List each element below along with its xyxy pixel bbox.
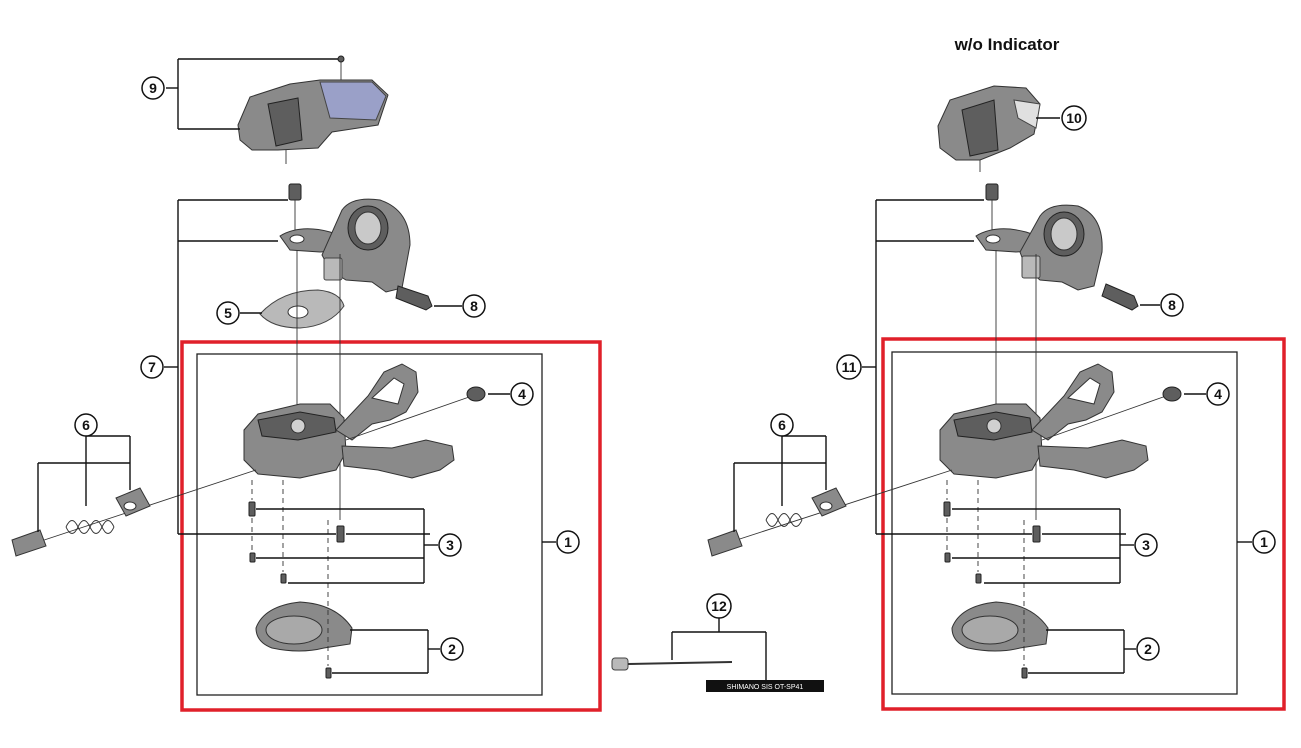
- left-plate: [240, 289, 345, 329]
- left-unit-box: [196, 353, 543, 696]
- cable-housing: [706, 680, 824, 692]
- callout-left-6: 6: [74, 413, 98, 437]
- right-plug: [1162, 386, 1206, 402]
- callout-left-9: 9: [141, 76, 165, 100]
- left-clamp-bolt: [395, 285, 462, 311]
- right-clamp-band: [975, 183, 1103, 291]
- callout-right-4: 4: [1206, 382, 1230, 406]
- callout-left-8: 8: [462, 294, 486, 318]
- callout-left-5: 5: [216, 301, 240, 325]
- callout-left-7: 7: [140, 355, 164, 379]
- svg-text:2: 2: [448, 641, 456, 657]
- right-bottom-cover: [951, 520, 1049, 679]
- right-screws: [943, 480, 1041, 584]
- left-screws: [248, 480, 345, 584]
- callout-right-11: 11: [836, 354, 862, 380]
- svg-text:2: 2: [1144, 641, 1152, 657]
- left-highlight-box: [180, 340, 602, 712]
- svg-text:10: 10: [1066, 110, 1082, 126]
- svg-text:1: 1: [1260, 534, 1268, 550]
- svg-text:8: 8: [470, 298, 478, 314]
- left-shifter-unit: [243, 363, 473, 479]
- svg-text:11: 11: [842, 359, 857, 375]
- right-assembly: 10 8 11 4 6 3 1 2: [707, 85, 1286, 711]
- left-plug: [466, 386, 510, 402]
- svg-text:12: 12: [711, 598, 727, 614]
- left-clamp-band: [279, 183, 411, 293]
- callout-center-12: 12: [706, 593, 732, 619]
- right-plain-cover: [937, 85, 1060, 172]
- svg-text:3: 3: [1142, 537, 1150, 553]
- svg-text:1: 1: [564, 534, 572, 550]
- right-shifter-unit: [939, 363, 1167, 479]
- left-assembly: 9 8 5 7 4 6 3 1 2: [11, 55, 602, 712]
- svg-text:6: 6: [82, 417, 90, 433]
- callout-left-3: 3: [438, 533, 462, 557]
- left-barrel-adjuster: [11, 435, 257, 557]
- cable-housing-label: SHIMANO SIS OT-SP41: [727, 684, 804, 691]
- svg-text:7: 7: [148, 359, 156, 375]
- heading-without-indicator: w/o Indicator: [954, 35, 1060, 54]
- right-highlight-box: [881, 337, 1286, 711]
- svg-text:6: 6: [778, 417, 786, 433]
- callout-right-10: 10: [1061, 105, 1087, 131]
- right-unit-box: [891, 351, 1238, 695]
- callout-right-2: 2: [1136, 637, 1160, 661]
- svg-text:3: 3: [446, 537, 454, 553]
- callout-left-4: 4: [510, 382, 534, 406]
- left-bottom-cover: [255, 520, 353, 679]
- callout-right-3: 3: [1134, 533, 1158, 557]
- svg-text:4: 4: [518, 386, 526, 402]
- callout-right-8: 8: [1160, 293, 1184, 317]
- callout-right-1: 1: [1252, 530, 1276, 554]
- svg-text:9: 9: [149, 80, 157, 96]
- callout-left-2: 2: [440, 637, 464, 661]
- shift-cable: SHIMANO SIS OT-SP41 12: [611, 593, 824, 692]
- right-barrel-adjuster: [707, 435, 953, 557]
- right-clamp-bolt: [1101, 283, 1160, 311]
- left-indicator-cover: [237, 55, 389, 164]
- svg-text:4: 4: [1214, 386, 1222, 402]
- svg-text:8: 8: [1168, 297, 1176, 313]
- callout-left-1: 1: [556, 530, 580, 554]
- callout-right-6: 6: [770, 413, 794, 437]
- svg-text:5: 5: [224, 305, 232, 321]
